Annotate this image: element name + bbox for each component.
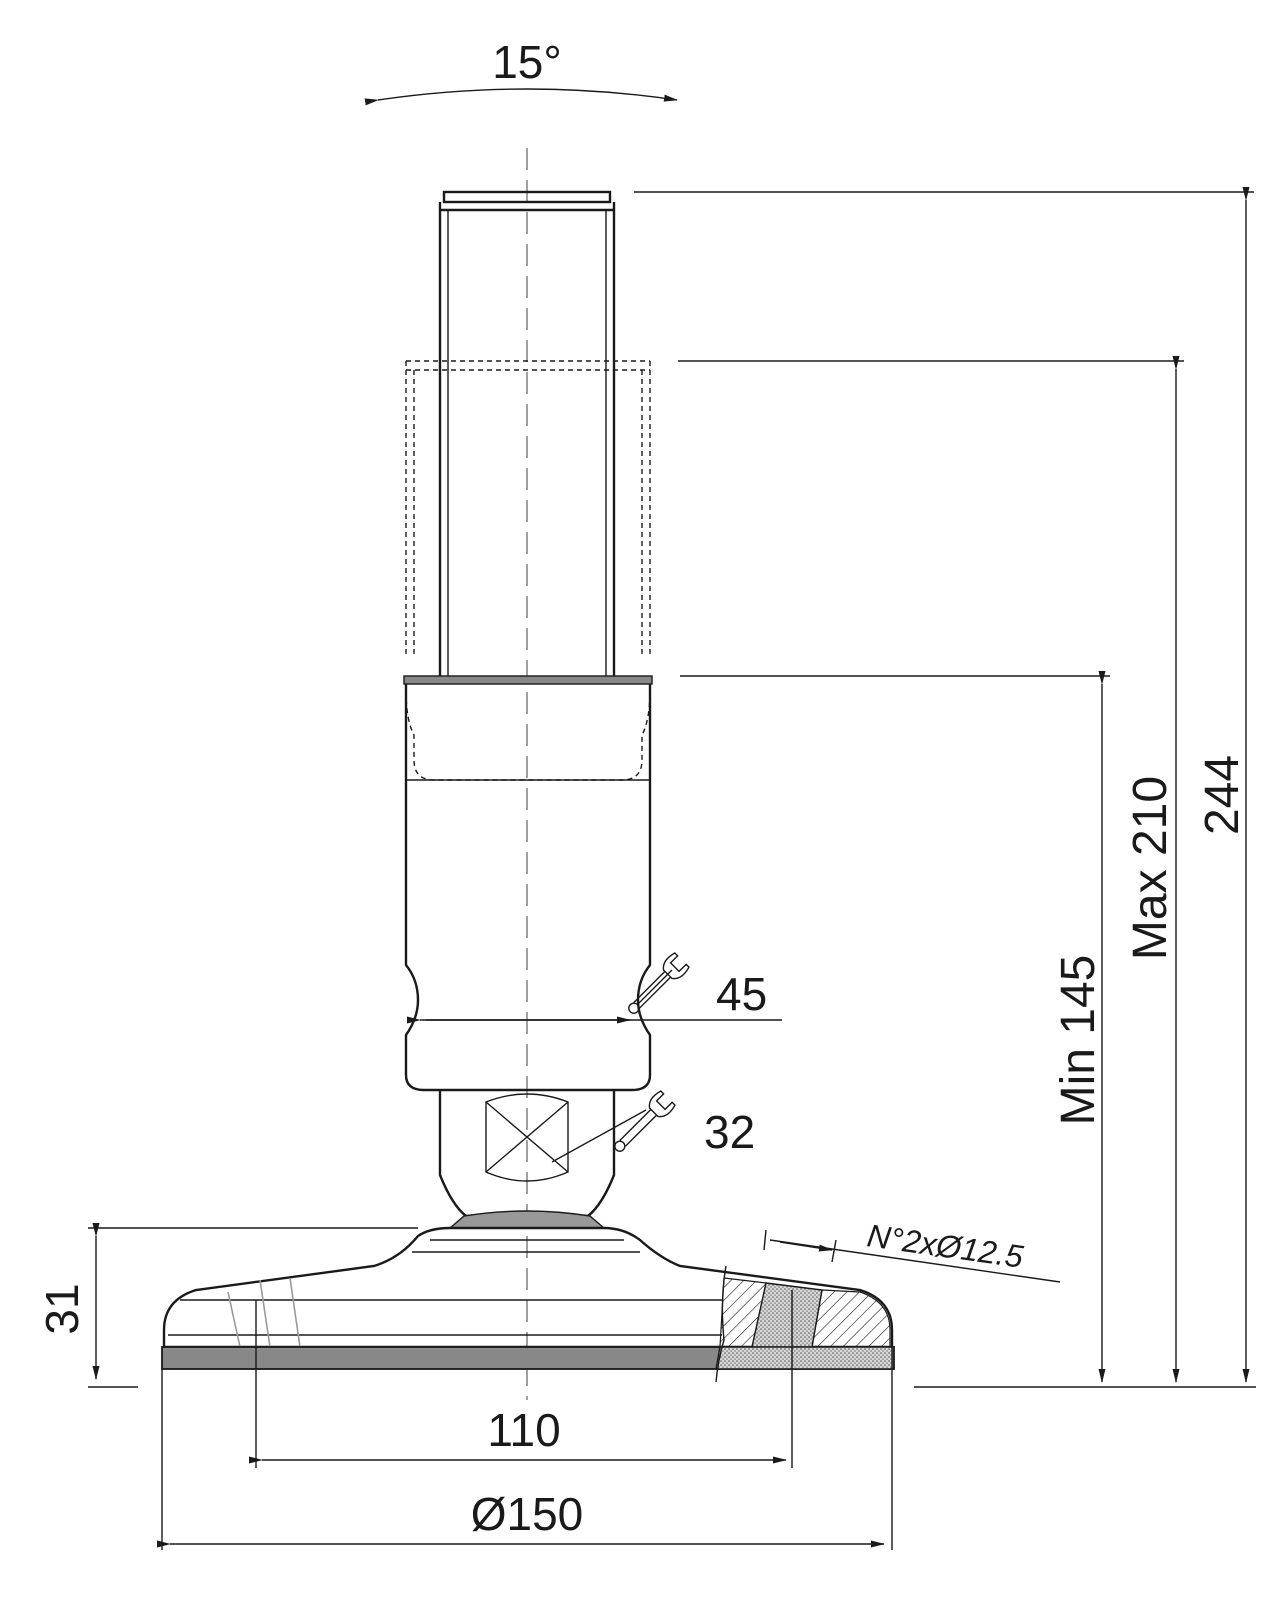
total-height-label: 244 xyxy=(1196,755,1249,835)
angle-label: 15° xyxy=(492,36,562,88)
height-dimensions xyxy=(634,187,1256,1388)
lower-neck xyxy=(438,1090,616,1229)
hole-spacing-label: 110 xyxy=(487,1404,560,1456)
rubber-pad xyxy=(161,1346,895,1370)
width-dimensions xyxy=(157,1290,893,1550)
hex-body xyxy=(403,675,653,1092)
pad-section xyxy=(715,1346,893,1370)
base-diameter-label: Ø150 xyxy=(471,1488,584,1540)
wrench-icon xyxy=(628,952,690,1014)
min-height-label: Min 145 xyxy=(1052,955,1105,1126)
wrench-icon xyxy=(614,1090,676,1152)
swivel-arc xyxy=(364,88,678,106)
base-plate xyxy=(161,1226,895,1383)
wrench-45-label: 45 xyxy=(716,968,767,1020)
holes-leader xyxy=(763,1229,1061,1283)
section-hatch xyxy=(811,1289,891,1348)
holes-label: N°2xØ12.5 xyxy=(865,1217,1026,1275)
wrench-32-label: 32 xyxy=(704,1106,755,1158)
max-extension-outline xyxy=(405,360,651,781)
wrench-32-leader xyxy=(551,1109,647,1163)
max-height-label: Max 210 xyxy=(1124,776,1177,960)
threaded-stem xyxy=(438,190,616,678)
base-height-dimension xyxy=(88,1223,418,1388)
base-height-label: 31 xyxy=(36,1283,88,1334)
